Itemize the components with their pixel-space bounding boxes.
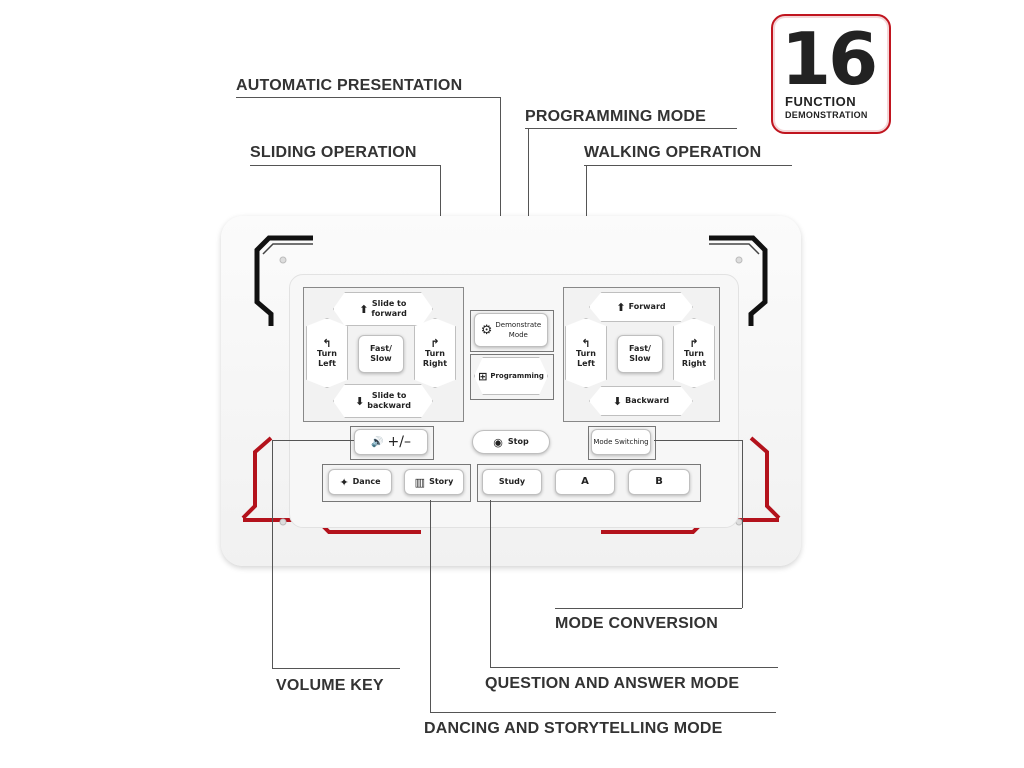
leader-automatic-v <box>500 97 501 310</box>
walk-turn-right-button[interactable]: ↱ Turn Right <box>673 318 715 388</box>
slide-forward-label-1: Slide to <box>371 299 407 308</box>
slide-forward-button[interactable]: ⬆ Slide to forward <box>333 292 433 326</box>
a-button[interactable]: A <box>555 469 615 495</box>
slide-turn-left-label-2: Left <box>318 358 336 368</box>
arrow-up-icon: ⬆ <box>616 300 626 314</box>
slide-backward-label-2: backward <box>367 401 411 410</box>
volume-label: +/– <box>387 434 411 450</box>
mode-switching-label: Mode Switching <box>593 438 649 446</box>
callout-question-answer-mode: QUESTION AND ANSWER MODE <box>485 675 740 692</box>
dancer-icon: ✦ <box>339 475 349 489</box>
book-icon: ▥ <box>414 475 426 489</box>
walk-turn-right-label-2: Right <box>681 358 707 368</box>
slide-turn-right-label-2: Right <box>422 358 448 368</box>
walk-fast-slow-label-2: Slow <box>629 354 651 363</box>
leader-qa-h <box>490 667 778 668</box>
walk-backward-button[interactable]: ⬇ Backward <box>589 386 693 416</box>
callout-automatic-presentation: AUTOMATIC PRESENTATION <box>236 77 463 94</box>
badge-line-1: FUNCTION <box>785 94 857 109</box>
slide-turn-right-label-1: Turn <box>425 348 445 358</box>
b-button[interactable]: B <box>628 469 690 495</box>
volume-button[interactable]: 🔊 +/– <box>354 429 428 455</box>
slide-turn-left-label-1: Turn <box>317 348 337 358</box>
badge-line-2: DEMONSTRATION <box>785 110 868 120</box>
leader-volume-stub <box>272 440 354 441</box>
a-label: A <box>581 476 589 487</box>
callout-walking-operation: WALKING OPERATION <box>584 144 762 161</box>
stop-button[interactable]: ◉ Stop <box>472 430 550 454</box>
callout-sliding-operation: SLIDING OPERATION <box>250 144 417 161</box>
gear-icon: ⚙ <box>480 322 493 338</box>
arrow-down-icon: ⬇ <box>355 394 365 408</box>
demonstrate-label-1: Demonstrate <box>495 321 542 329</box>
slide-turn-right-button[interactable]: ↱ Turn Right <box>414 318 456 388</box>
arrow-up-icon: ⬆ <box>359 302 369 316</box>
turn-left-icon: ↰ <box>581 336 591 350</box>
arrow-down-icon: ⬇ <box>612 394 623 408</box>
walk-backward-label: Backward <box>625 396 670 405</box>
demonstrate-label-2: Mode <box>508 331 528 339</box>
stop-icon: ◉ <box>493 435 503 449</box>
walk-fast-slow-label-1: Fast/ <box>629 344 651 353</box>
stop-label: Stop <box>507 437 529 446</box>
walk-turn-left-label-2: Left <box>577 358 595 368</box>
walk-forward-button[interactable]: ⬆ Forward <box>589 292 693 322</box>
slide-fast-slow-label-1: Fast/ <box>370 344 392 353</box>
callout-mode-conversion: MODE CONVERSION <box>555 615 719 632</box>
mode-switching-button[interactable]: Mode Switching <box>591 429 651 455</box>
slide-fast-slow-button[interactable]: Fast/ Slow <box>358 335 404 373</box>
leader-sliding-h <box>250 165 440 166</box>
dance-button[interactable]: ✦ Dance <box>328 469 392 495</box>
leader-qa-v <box>490 500 491 667</box>
leader-dance-story-v <box>430 500 431 712</box>
leader-mode-conversion-v <box>742 440 743 608</box>
walk-fast-slow-button[interactable]: Fast/ Slow <box>617 335 663 373</box>
badge-number: 16 <box>781 17 878 101</box>
slide-fast-slow-label-2: Slow <box>370 354 392 363</box>
slide-forward-label-2: forward <box>371 309 407 318</box>
function-badge: 16 FUNCTION DEMONSTRATION <box>771 14 891 134</box>
leader-programming-h <box>525 128 737 129</box>
b-label: B <box>655 476 663 487</box>
walk-forward-label: Forward <box>628 302 666 311</box>
speaker-icon: 🔊 <box>371 436 384 448</box>
story-button[interactable]: ▥ Story <box>404 469 464 495</box>
leader-walking-h <box>584 165 792 166</box>
leader-mode-conversion-h <box>555 608 742 609</box>
story-label: Story <box>429 477 454 486</box>
leader-mode-conversion-stub <box>654 440 742 441</box>
callout-dancing-storytelling-mode: DANCING AND STORYTELLING MODE <box>424 720 723 737</box>
leader-automatic-h <box>236 97 500 98</box>
turn-left-icon: ↰ <box>322 336 332 350</box>
walk-turn-right-label-1: Turn <box>684 348 704 358</box>
slide-backward-button[interactable]: ⬇ Slide to backward <box>333 384 433 418</box>
turn-right-icon: ↱ <box>430 336 440 350</box>
callout-volume-key: VOLUME KEY <box>276 677 384 694</box>
slide-turn-left-button[interactable]: ↰ Turn Left <box>306 318 348 388</box>
callout-programming-mode: PROGRAMMING MODE <box>525 108 706 125</box>
walk-turn-left-label-1: Turn <box>576 348 596 358</box>
dance-label: Dance <box>352 477 381 486</box>
programming-button[interactable]: ⊞ Programming <box>474 357 548 395</box>
leader-volume-h <box>272 668 400 669</box>
windows-icon: ⊞ <box>478 369 488 383</box>
turn-right-icon: ↱ <box>689 336 699 350</box>
leader-volume-v <box>272 440 273 668</box>
study-button[interactable]: Study <box>482 469 542 495</box>
study-label: Study <box>498 477 526 486</box>
walk-turn-left-button[interactable]: ↰ Turn Left <box>565 318 607 388</box>
programming-label: Programming <box>490 372 544 380</box>
demonstrate-mode-button[interactable]: ⚙ Demonstrate Mode <box>474 313 548 347</box>
leader-dance-story-h <box>430 712 776 713</box>
slide-backward-label-1: Slide to <box>371 391 407 400</box>
